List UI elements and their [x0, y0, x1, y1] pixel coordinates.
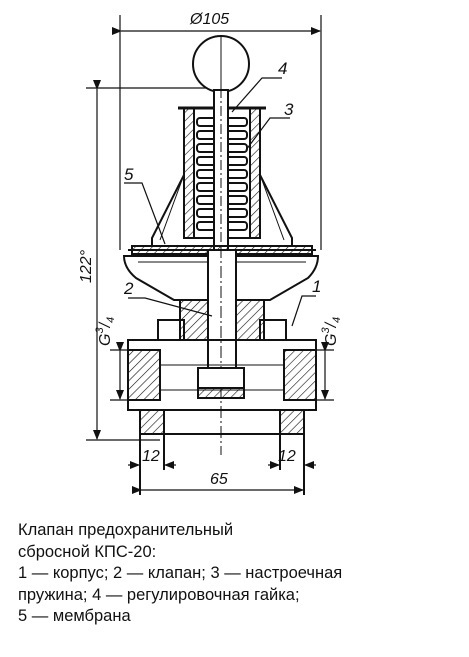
- flange-left-label: 12: [142, 448, 160, 465]
- valve-drawing: Ø105 122°: [78, 11, 343, 495]
- height-dimension: [86, 80, 215, 441]
- callout-3: 3: [284, 100, 294, 119]
- flange-right-label: 12: [278, 448, 296, 465]
- bore-label: 65: [210, 471, 228, 488]
- callout-5: 5: [124, 165, 134, 184]
- caption-line: 5 — мембрана: [18, 607, 131, 625]
- caption-line: пружина; 4 — регулировочная гайка;: [18, 585, 300, 604]
- callout-2: 2: [123, 279, 134, 298]
- valve-stem: [207, 246, 237, 455]
- callout-4: 4: [278, 59, 287, 78]
- bottom-flange: [139, 409, 305, 495]
- callout-lines: [124, 77, 316, 327]
- caption-line: 1 — корпус; 2 — клапан; 3 — настроечная: [18, 564, 343, 582]
- height-label: 122°: [78, 249, 95, 283]
- callout-1: 1: [312, 277, 321, 296]
- thread-dim-right: [316, 342, 334, 401]
- bonnet: [157, 299, 287, 341]
- adjusting-stem: [213, 88, 229, 251]
- caption-line: сбросной КПС-20:: [18, 542, 157, 561]
- top-width-dimension: [112, 15, 322, 250]
- thread-dim-left: [110, 342, 128, 401]
- valve-body: [127, 339, 317, 411]
- caption-line: Клапан предохранительный: [18, 521, 234, 539]
- thread-label-right: G3/4: [320, 317, 343, 346]
- handwheel: [192, 35, 250, 93]
- thread-label-left: G3/4: [94, 317, 117, 346]
- figure-caption: Клапан предохранительный сбросной КПС-20…: [18, 520, 463, 628]
- top-width-label: Ø105: [189, 11, 229, 28]
